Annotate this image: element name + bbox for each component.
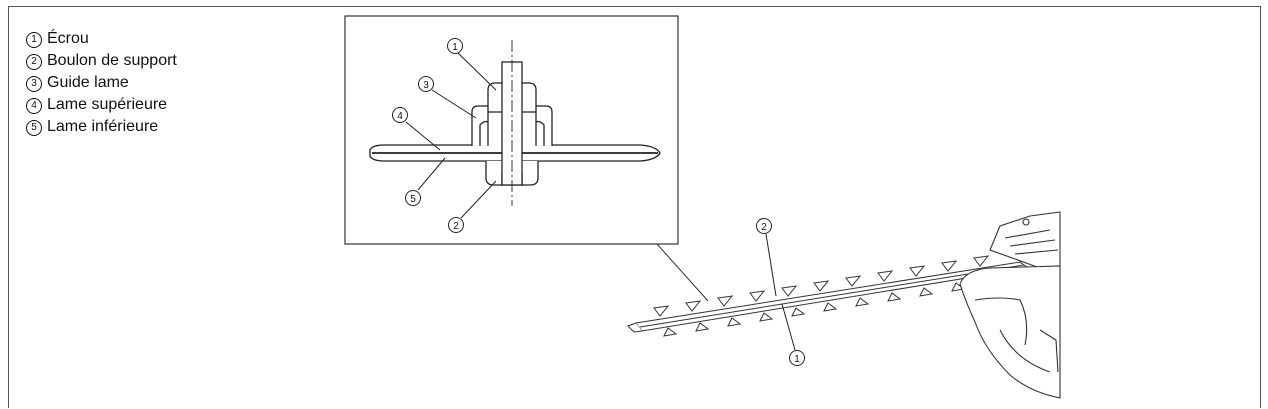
callout-detail-bolt: 2 xyxy=(448,217,464,233)
legend-number: 3 xyxy=(26,76,42,92)
legend-number: 2 xyxy=(26,54,42,70)
callout-detail-guide: 3 xyxy=(418,76,434,92)
svg-text:1: 1 xyxy=(452,42,458,53)
legend-item-upper-blade: 4 Lame supérieure xyxy=(26,94,177,116)
callout-detail-lower-blade: 5 xyxy=(405,190,421,206)
detail-inset: 1 3 4 5 2 xyxy=(344,15,709,302)
callout-main-nut: 1 xyxy=(789,350,805,366)
legend-item-support-bolt: 2 Boulon de support xyxy=(26,50,177,72)
trimmer-body xyxy=(959,211,1061,399)
legend-label: Écrou xyxy=(47,30,89,47)
legend-number: 1 xyxy=(26,32,42,48)
legend-item-blade-guide: 3 Guide lame xyxy=(26,72,177,94)
legend-number: 5 xyxy=(26,120,42,136)
svg-text:3: 3 xyxy=(423,80,429,91)
support-bolt-shaft xyxy=(501,40,523,206)
legend-label: Guide lame xyxy=(47,74,129,91)
detail-box xyxy=(344,15,679,245)
svg-text:5: 5 xyxy=(410,194,416,205)
legend-item-lower-blade: 5 Lame inférieure xyxy=(26,116,177,138)
legend-number: 4 xyxy=(26,98,42,114)
svg-text:4: 4 xyxy=(397,111,403,122)
svg-text:2: 2 xyxy=(761,222,767,233)
legend-label: Lame inférieure xyxy=(47,118,159,135)
callout-main-bolt: 2 xyxy=(756,218,772,234)
legend-label: Boulon de support xyxy=(47,52,177,69)
svg-text:2: 2 xyxy=(453,221,459,232)
callout-detail-upper-blade: 4 xyxy=(392,107,408,123)
detail-leader-line xyxy=(656,243,709,302)
callout-detail-nut: 1 xyxy=(447,38,463,54)
trimmer-blade-assembly xyxy=(627,255,1030,337)
legend-item-nut: 1 Écrou xyxy=(26,28,177,50)
svg-text:1: 1 xyxy=(794,354,800,365)
legend-label: Lame supérieure xyxy=(47,96,168,113)
